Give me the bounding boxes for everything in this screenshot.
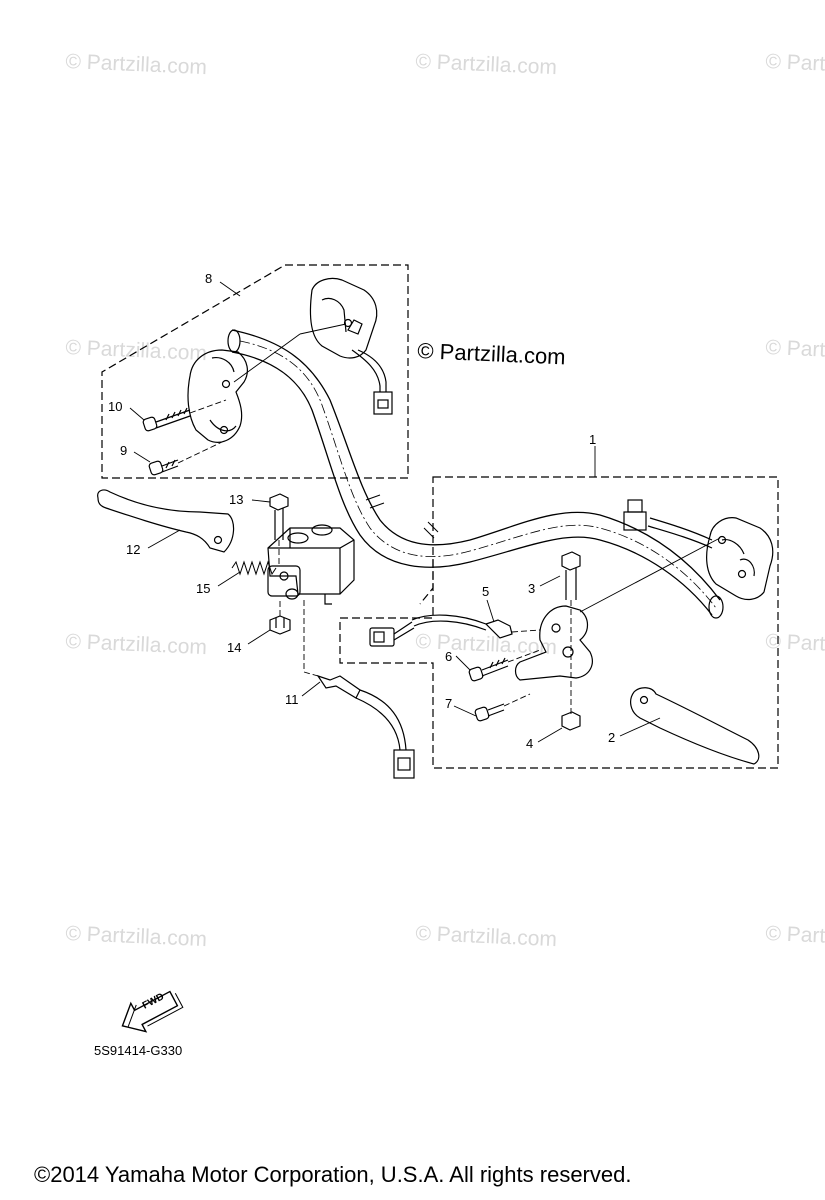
callout-13: 13: [229, 492, 244, 507]
callout-15: 15: [196, 581, 211, 596]
group-box-left-switch: [101, 264, 409, 479]
lever-12: [97, 489, 235, 553]
callout-9: 9: [120, 443, 128, 458]
callout-4: 4: [526, 736, 534, 751]
fwd-arrow-icon: [121, 990, 184, 1033]
screw-7: [474, 703, 505, 722]
right-switch-housing: [623, 499, 774, 601]
diagram-code: 5S91414-G330: [94, 1043, 183, 1058]
nut-4: [561, 711, 581, 731]
callout-5: 5: [482, 584, 490, 599]
left-switch-front: [187, 349, 248, 443]
bolt-13: [269, 493, 289, 540]
screw-6: [468, 657, 509, 682]
nut-14: [269, 615, 291, 635]
callout-14: 14: [227, 640, 242, 655]
master-cylinder: [267, 524, 355, 605]
brake-switch-11: [303, 600, 415, 779]
callout-10: 10: [108, 399, 123, 414]
switch-5: [369, 614, 513, 647]
group-box-right-switch: [339, 476, 779, 769]
callout-11: 11: [285, 692, 299, 707]
copyright-notice: ©2014 Yamaha Motor Corporation, U.S.A. A…: [34, 1162, 632, 1187]
callout-12: 12: [126, 542, 141, 557]
callout-2: 2: [608, 730, 616, 745]
lever-2: [630, 687, 760, 765]
callout-1: 1: [589, 432, 597, 447]
screw-9: [148, 459, 179, 476]
bolt-3: [561, 551, 581, 600]
right-lever-bracket: [514, 605, 593, 681]
left-switch-rear: [309, 277, 393, 415]
callout-3: 3: [528, 581, 536, 596]
handlebar: [227, 329, 724, 619]
callout-7: 7: [445, 696, 453, 711]
screw-10: [142, 407, 191, 432]
callout-8: 8: [205, 271, 213, 286]
callout-6: 6: [445, 649, 453, 664]
